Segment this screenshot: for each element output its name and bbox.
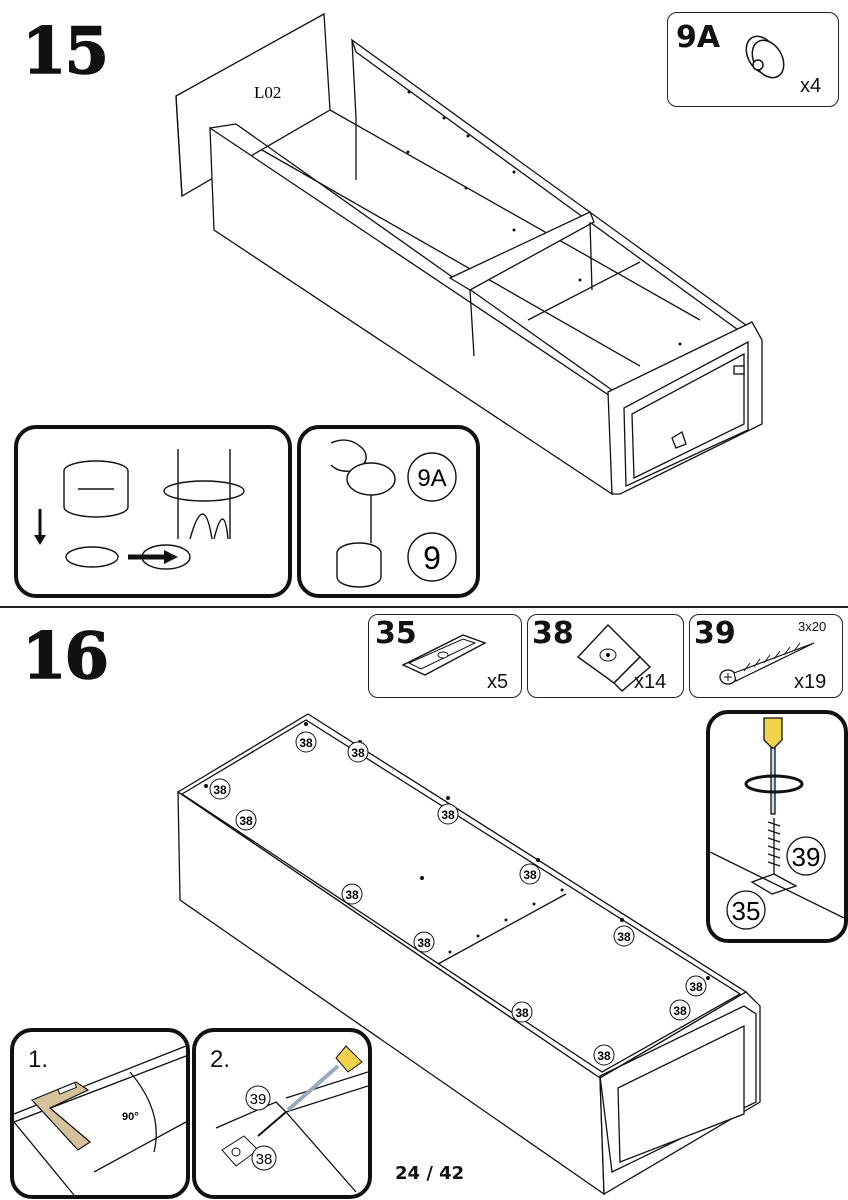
step-number-15: 15 <box>21 14 110 89</box>
bracket-callout: 38 <box>511 1001 533 1023</box>
angle-label: 90° <box>122 1111 139 1123</box>
svg-text:38: 38 <box>673 1004 687 1018</box>
svg-text:38: 38 <box>515 1006 529 1020</box>
cap-detail: 9A 9 <box>297 425 480 598</box>
bracket-callout: 38 <box>685 975 707 997</box>
detail-1-title: 1. <box>28 1046 49 1073</box>
part-box-35: 35 x5 <box>368 614 522 698</box>
part-id: 39 <box>694 616 736 651</box>
callout-9a: 9A <box>417 465 446 492</box>
detail-2-screw-bracket: 2. 39 38 <box>192 1028 372 1199</box>
detail-2-screw-label: 39 <box>250 1091 267 1108</box>
mounting-plate-icon <box>401 634 487 676</box>
bracket-callout: 38 <box>209 778 231 800</box>
bracket-callout: 38 <box>235 809 257 831</box>
part-qty: x5 <box>487 671 509 693</box>
cabinet-assembly-drawing-15: L02 <box>175 12 763 496</box>
svg-text:38: 38 <box>213 783 227 797</box>
page-number: 24 / 42 <box>395 1163 465 1184</box>
svg-text:38: 38 <box>239 814 253 828</box>
angle-bracket-icon <box>576 623 652 692</box>
screw-icon <box>719 642 815 685</box>
part-box-38: 38 x14 <box>527 614 684 698</box>
bracket-callout: 38 <box>437 803 459 825</box>
bracket-callout: 38 <box>669 999 691 1021</box>
part-qty: x4 <box>800 75 822 97</box>
bracket-callout: 38 <box>347 741 369 763</box>
part-qty: x19 <box>794 671 827 693</box>
step-divider <box>0 606 848 608</box>
part-size: 3x20 <box>798 619 827 634</box>
bracket-callout: 38 <box>413 931 435 953</box>
svg-text:38: 38 <box>689 980 703 994</box>
part-qty: x14 <box>634 671 667 693</box>
bracket-callout: 38 <box>593 1044 615 1066</box>
cam-lock-rotation-drawing <box>34 449 245 570</box>
svg-text:38: 38 <box>617 930 631 944</box>
bracket-callout: 38 <box>613 925 635 947</box>
cabinet-bottom-drawing-16: 38 38 38 38 38 38 38 38 38 38 38 38 38 <box>176 713 761 1196</box>
detail-1-bracket-placement: 1. 90° <box>10 1028 190 1199</box>
cam-lock-detail <box>14 425 292 598</box>
svg-text:38: 38 <box>597 1049 611 1063</box>
part-box-39: 39 3x20 x19 <box>689 614 843 698</box>
bracket-angle-drawing: 90° <box>14 1045 186 1195</box>
step-number-16: 16 <box>21 619 110 694</box>
part-box-9a: 9A x4 <box>667 12 839 107</box>
bracket-callout: 38 <box>519 863 541 885</box>
cap-press-drawing: 9A 9 <box>330 439 457 588</box>
svg-text:38: 38 <box>345 888 359 902</box>
detail-2-title: 2. <box>210 1046 231 1073</box>
part-id: 9A <box>676 20 721 55</box>
svg-text:38: 38 <box>441 808 455 822</box>
part-id: 35 <box>375 616 417 651</box>
svg-text:38: 38 <box>417 936 431 950</box>
svg-text:38: 38 <box>523 868 537 882</box>
screw-bracket-drawing: 39 38 <box>215 1045 368 1193</box>
svg-text:38: 38 <box>299 736 313 750</box>
callout-39: 39 <box>792 842 821 872</box>
callout-35: 35 <box>732 896 761 926</box>
panel-label-l02: L02 <box>254 83 281 102</box>
detail-2-bracket-label: 38 <box>256 1151 273 1168</box>
screw-install-detail: 39 35 <box>706 710 848 943</box>
callout-9: 9 <box>423 540 441 576</box>
screwdriver-drawing: 39 35 <box>710 717 844 930</box>
bracket-callout: 38 <box>295 731 317 753</box>
svg-text:38: 38 <box>351 746 365 760</box>
bracket-callout: 38 <box>341 883 363 905</box>
cam-cap-icon <box>745 35 785 79</box>
part-id: 38 <box>532 616 574 651</box>
